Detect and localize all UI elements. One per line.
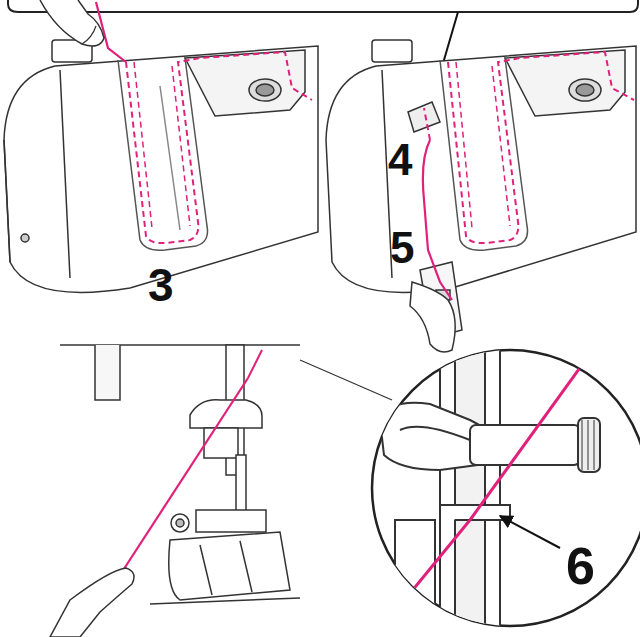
callout-number: 6 xyxy=(566,540,595,592)
callout-number: 3 xyxy=(148,262,174,308)
callout-number: 4 xyxy=(388,138,412,182)
callout-number: 5 xyxy=(390,226,414,270)
